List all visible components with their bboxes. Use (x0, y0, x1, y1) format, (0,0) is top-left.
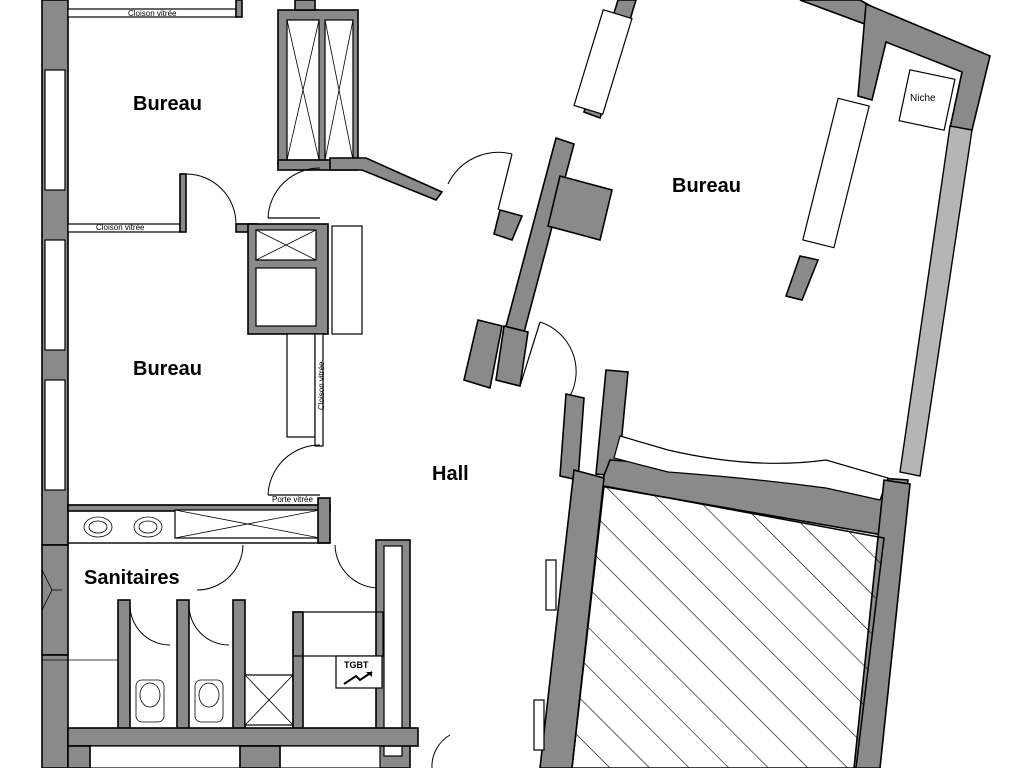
tgbt-label: TGBT (344, 660, 369, 670)
left-exterior-wall (41, 0, 69, 768)
right-structure-walls: Niche (447, 0, 991, 768)
cloison-mid-label: Cloison vitrée (96, 223, 145, 232)
room-label-bureau-right: Bureau (672, 175, 741, 197)
angled-wall-centre (329, 157, 444, 201)
room-label-bureau-mid-left: Bureau (133, 358, 202, 380)
sanitaires-block (41, 497, 419, 768)
porte-vitree-label: Porte vitrée (272, 495, 313, 504)
elevator-block (247, 223, 363, 335)
glass-partition-vertical: Cloison vitrée (286, 333, 326, 447)
room-label-hall: Hall (432, 463, 469, 485)
central-shaft-top (277, 0, 359, 171)
glass-door: Porte vitrée (267, 444, 321, 504)
glass-partition-mid: Cloison vitrée (67, 173, 258, 233)
hatched-area (571, 485, 885, 768)
room-label-sanitaires: Sanitaires (84, 567, 180, 589)
cloison-vertical-label: Cloison vitrée (317, 361, 326, 410)
cloison-top-label: Cloison vitrée (128, 9, 177, 18)
glass-partition-top: Cloison vitrée (67, 0, 243, 18)
room-label-bureau-top-left: Bureau (133, 93, 202, 115)
niche-label: Niche (910, 93, 936, 104)
tgbt-panel: TGBT (335, 655, 383, 689)
door-arc-hall-bottom (431, 734, 451, 768)
electric-arrow-icon (343, 671, 373, 685)
door-arc-shaft (267, 167, 321, 219)
